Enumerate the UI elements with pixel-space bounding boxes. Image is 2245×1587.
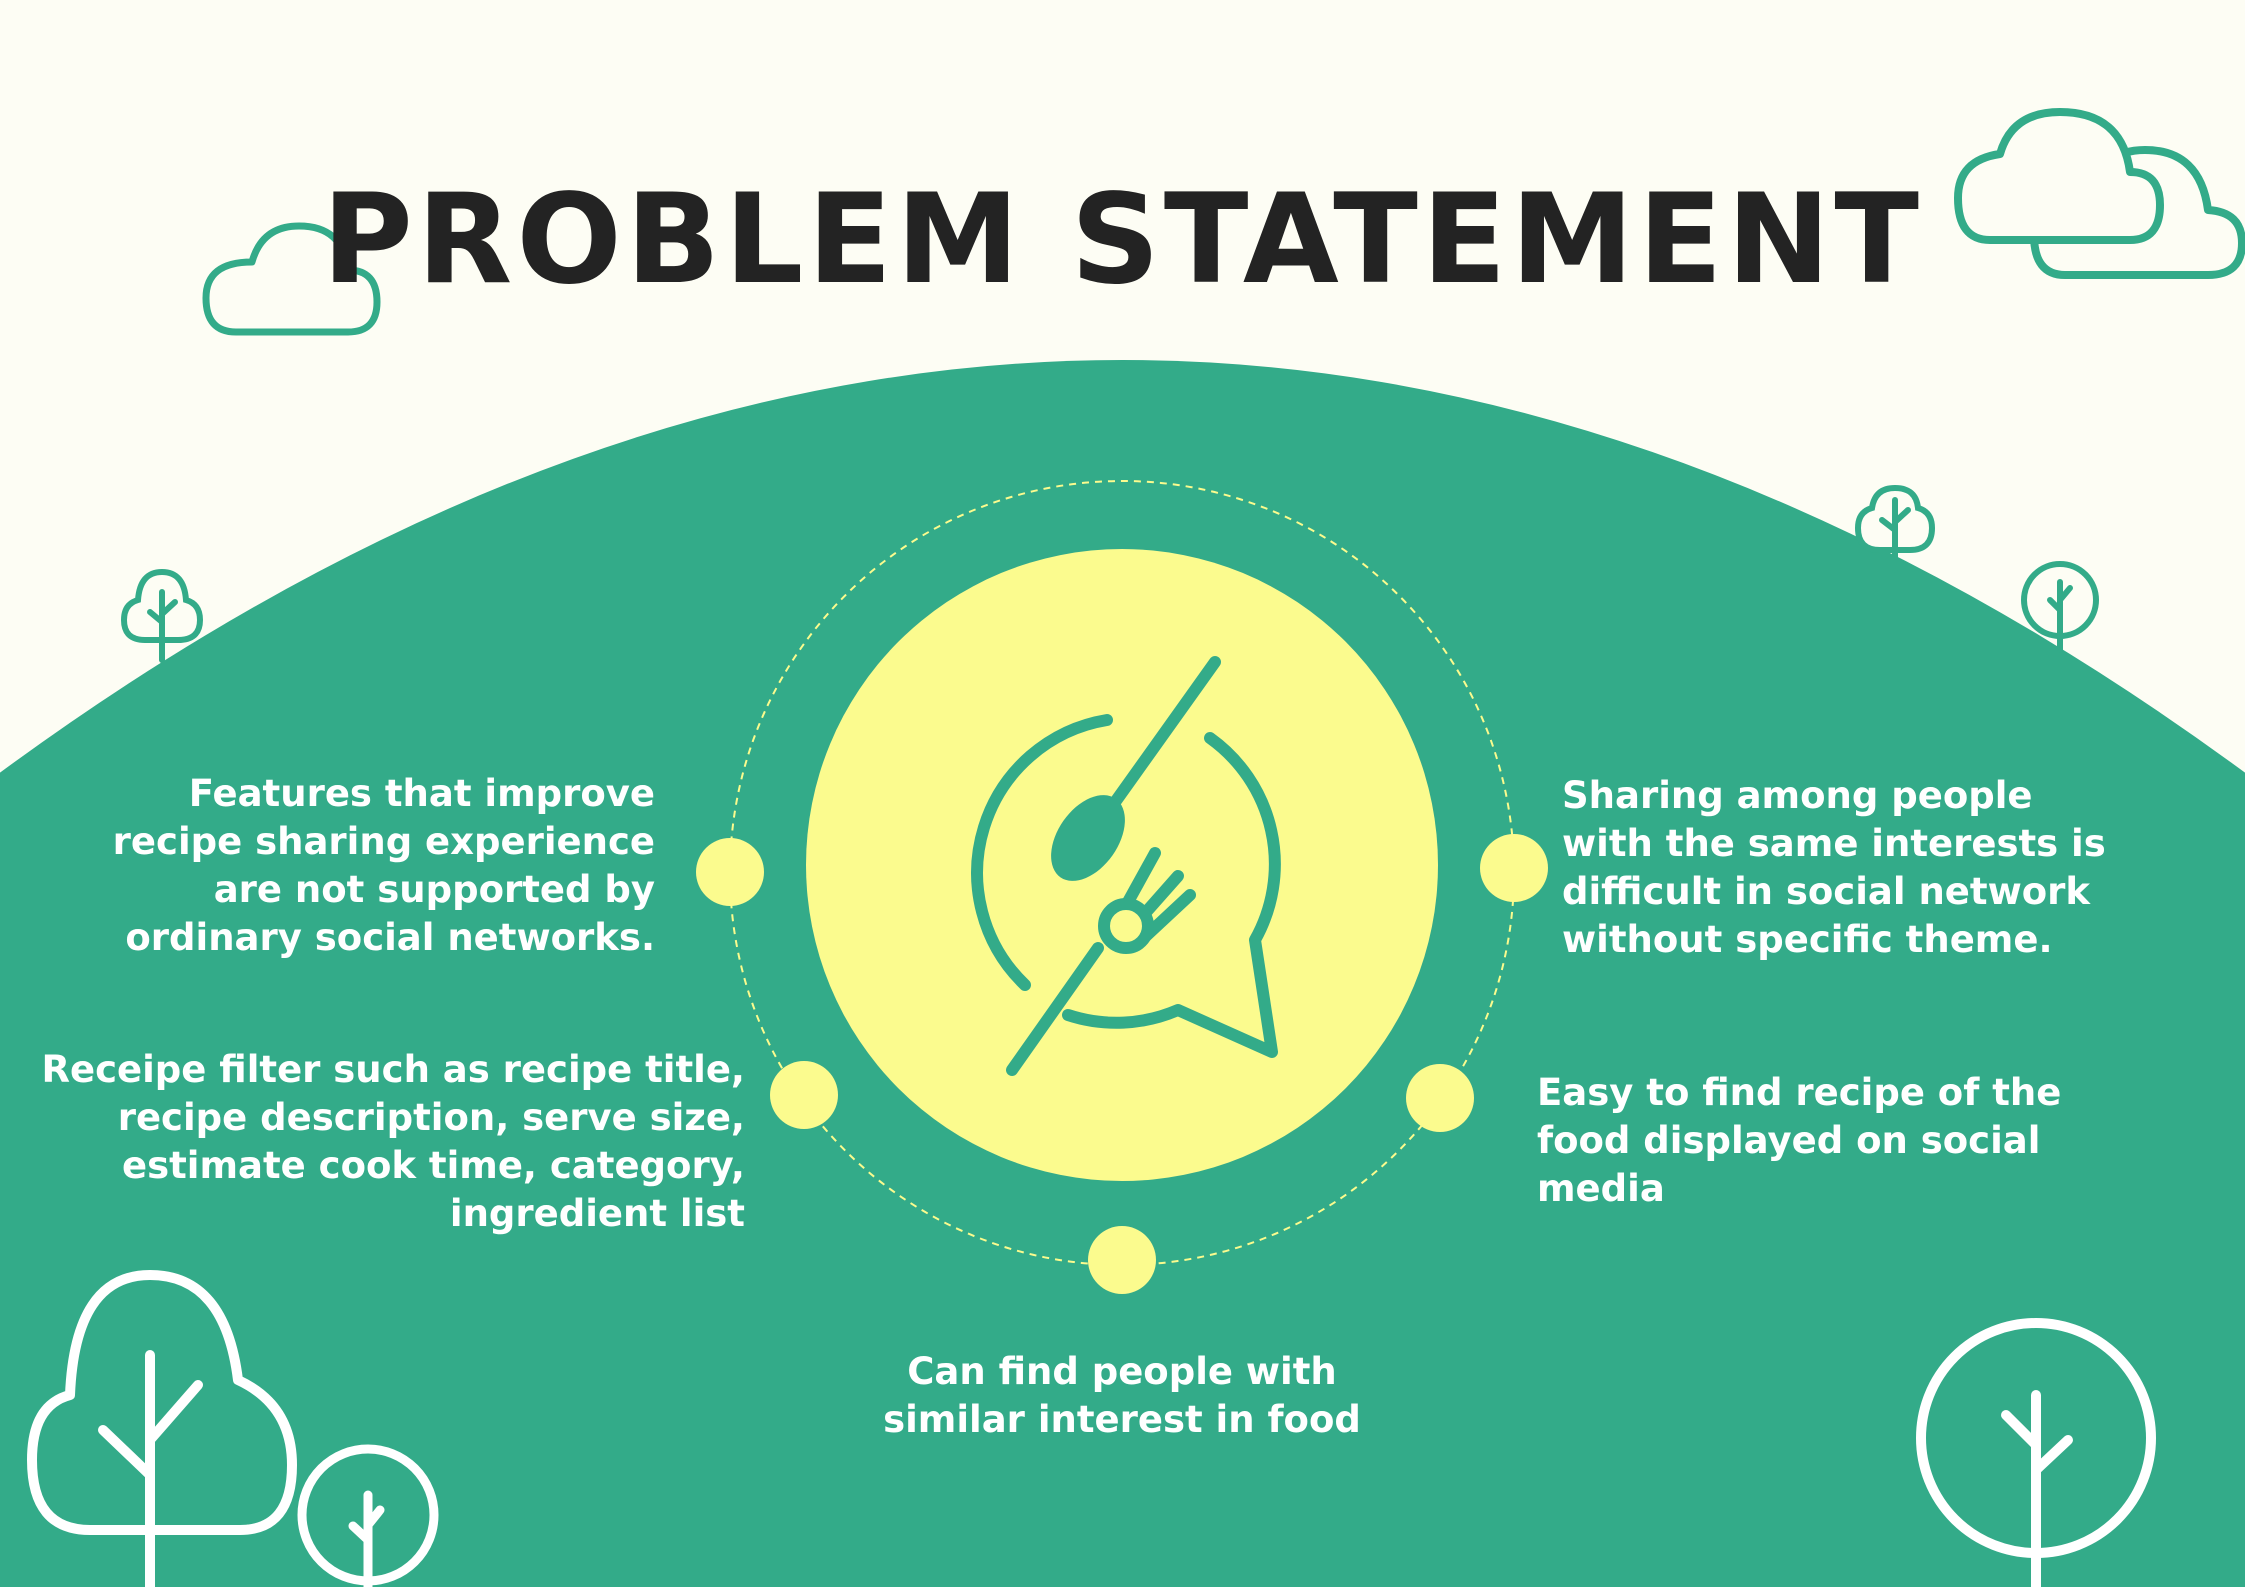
point-line: similar interest in food xyxy=(883,1398,1361,1441)
orbit-dot xyxy=(770,1061,838,1129)
point-bottom-center: Can find people with similar interest in… xyxy=(822,1348,1422,1444)
point-line: media xyxy=(1537,1167,1665,1210)
point-line: difficult in social network xyxy=(1562,870,2091,913)
point-line: without specific theme. xyxy=(1562,918,2053,961)
orbit-dot xyxy=(1406,1064,1474,1132)
point-top-left: Features that improve recipe sharing exp… xyxy=(100,770,655,962)
tree-icon xyxy=(27,1270,297,1587)
point-bottom-left: Receipe filter such as recipe title, rec… xyxy=(40,1046,745,1238)
tree-icon xyxy=(1916,1318,2156,1587)
center-disc xyxy=(806,549,1438,1181)
point-line: Can find people with xyxy=(907,1350,1337,1393)
tree-icon xyxy=(2021,561,2099,653)
tree-icon xyxy=(120,568,204,663)
point-line: ingredient list xyxy=(449,1192,745,1235)
spoon-icon xyxy=(1051,795,1125,881)
point-line: recipe sharing experience xyxy=(112,820,655,863)
point-line: with the same interests is xyxy=(1562,822,2106,865)
point-line: Receipe filter such as recipe title, xyxy=(41,1048,745,1091)
point-line: Sharing among people xyxy=(1562,774,2033,817)
orbit-dot xyxy=(1088,1226,1156,1294)
page-title: PROBLEM STATEMENT xyxy=(322,168,1923,312)
no-spoon-fork-chat-icon xyxy=(971,656,1281,1076)
cloud-icon xyxy=(1954,108,2245,279)
tree-icon xyxy=(297,1444,439,1587)
point-line: recipe description, serve size, xyxy=(117,1096,745,1139)
point-bottom-right: Easy to find recipe of the food displaye… xyxy=(1537,1069,2097,1213)
point-line: Easy to find recipe of the xyxy=(1537,1071,2062,1114)
point-line: food displayed on social xyxy=(1537,1119,2041,1162)
orbit-dot xyxy=(696,838,764,906)
point-line: ordinary social networks. xyxy=(125,916,655,959)
point-line: estimate cook time, category, xyxy=(121,1144,745,1187)
point-line: Features that improve xyxy=(188,772,655,815)
tree-icon xyxy=(1854,484,1936,573)
cloud-icon xyxy=(202,222,381,336)
point-line: are not supported by xyxy=(213,868,655,911)
point-top-right: Sharing among people with the same inter… xyxy=(1562,772,2162,964)
orbit-dot xyxy=(1480,834,1548,902)
